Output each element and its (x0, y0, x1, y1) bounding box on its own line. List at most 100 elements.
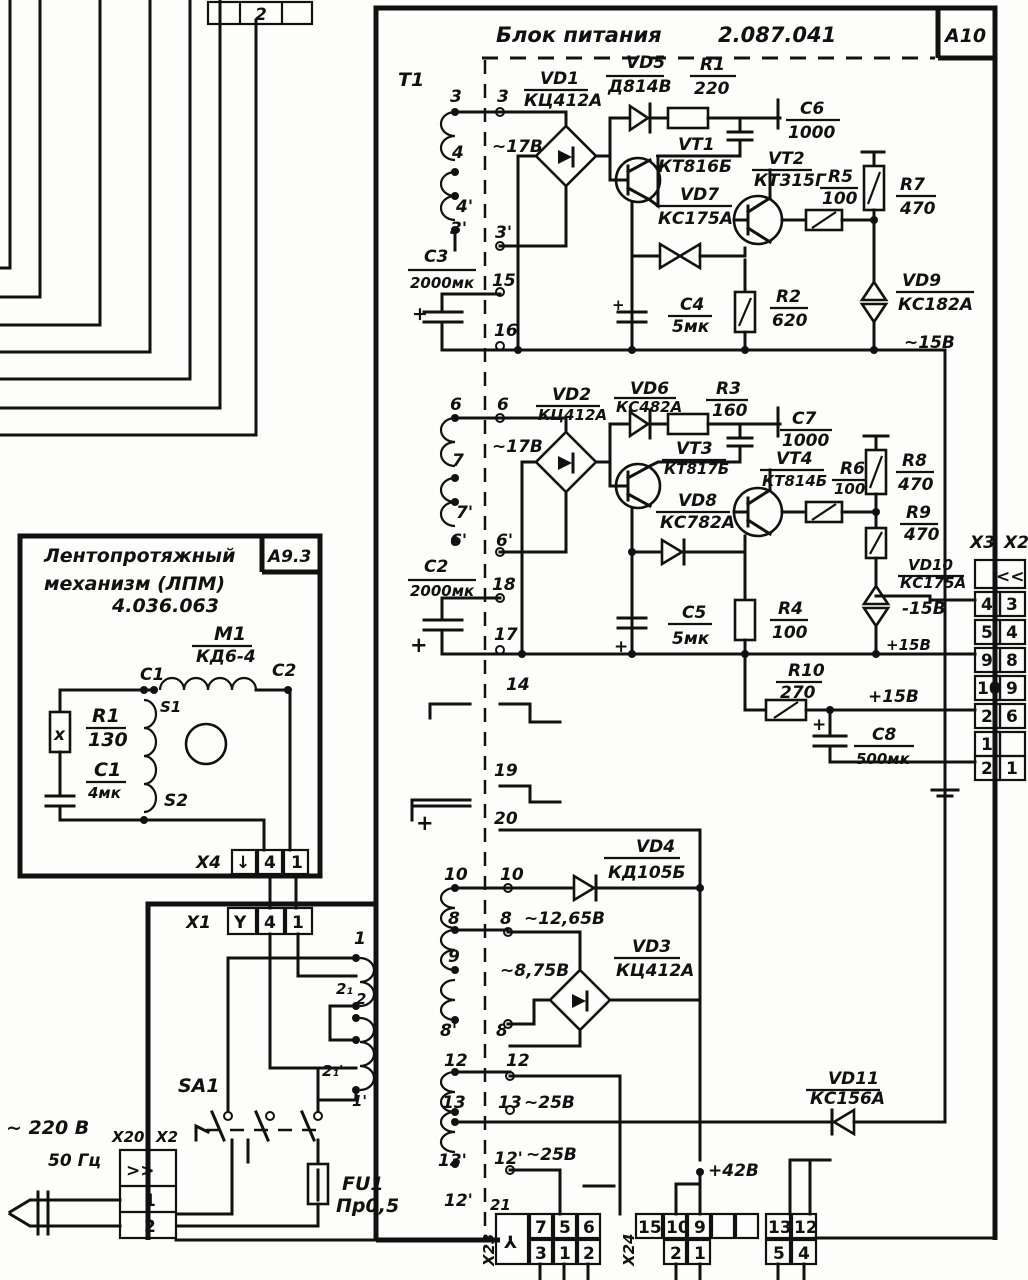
svg-text:КС156А: КС156А (810, 1089, 885, 1109)
svg-text:1000: 1000 (788, 123, 835, 143)
svg-text:7: 7 (452, 451, 464, 471)
svg-text:VT3: VT3 (676, 439, 713, 459)
svg-text:1: 1 (144, 1191, 156, 1211)
svg-text:100: 100 (834, 480, 865, 498)
svg-text:3: 3 (535, 1244, 547, 1264)
svg-text:130: 130 (88, 729, 128, 751)
svg-text:VT1: VT1 (678, 135, 715, 155)
transformer-ref: T1 (398, 69, 424, 91)
svg-text:Пр0,5: Пр0,5 (336, 1195, 399, 1217)
svg-text:1: 1 (354, 929, 366, 949)
svg-text:R7: R7 (900, 175, 925, 195)
lpm-code: 4.036.063 (111, 595, 219, 617)
svg-text:X20: X20 (111, 1128, 144, 1146)
svg-text:↓: ↓ (236, 853, 250, 873)
svg-text:Д814В: Д814В (607, 77, 672, 97)
svg-text:5мк: 5мк (672, 317, 710, 337)
svg-text:X24: X24 (620, 1234, 638, 1267)
svg-text:1: 1 (291, 853, 303, 873)
svg-text:2000мк: 2000мк (410, 582, 475, 600)
svg-text:12: 12 (444, 1051, 468, 1071)
svg-text:10: 10 (500, 865, 524, 885)
svg-text:КС182А: КС182А (898, 295, 973, 315)
psu-code: 2.087.041 (718, 23, 836, 47)
svg-text:2₁': 2₁' (322, 1062, 344, 1080)
voltage-8-75: ~8,75В (500, 961, 569, 981)
svg-text:S1: S1 (160, 698, 181, 716)
svg-text:2: 2 (670, 1244, 682, 1264)
voltage-25-b: ~25В (526, 1145, 577, 1165)
voltage-17-b: ~17В (492, 437, 543, 457)
svg-text:4': 4' (455, 197, 473, 217)
svg-text:1: 1 (292, 913, 304, 933)
svg-text:470: 470 (903, 525, 940, 545)
svg-text:160: 160 (712, 401, 748, 421)
svg-text:M1: M1 (214, 623, 246, 645)
svg-text:100: 100 (822, 189, 858, 209)
psu-block: Блок питания 2.087.041 A10 T1 (373, 5, 998, 1240)
svg-text:4: 4 (264, 853, 276, 873)
voltage-17-a: ~17В (492, 137, 543, 157)
svg-text:R3: R3 (716, 379, 741, 399)
svg-text:15: 15 (638, 1218, 662, 1238)
svg-text:КЦ412А: КЦ412А (616, 961, 694, 981)
svg-text:R2: R2 (776, 287, 801, 307)
voltage-15-pos-b: +15В (868, 687, 919, 707)
channel-2: 6 7 7' 6' 6 6' 18 17 ~17В VD2 КЦ412А VD6… (408, 379, 977, 798)
connector-x23-x24: ⅄ X23 7 5 6 3 1 2 X24 15 10 9 13 12 2 1 … (480, 1212, 997, 1280)
voltage-25-a: ~25В (524, 1093, 575, 1113)
svg-text:R1: R1 (700, 55, 725, 75)
svg-text:КТ814Б: КТ814Б (762, 472, 827, 490)
svg-text:470: 470 (897, 475, 934, 495)
middle-links: 14 19 + 20 (410, 675, 702, 1162)
svg-text:+: + (812, 715, 826, 735)
svg-text:VD7: VD7 (680, 185, 719, 205)
svg-text:20: 20 (494, 809, 518, 829)
svg-text:1: 1 (694, 1244, 706, 1264)
svg-text:270: 270 (780, 683, 816, 703)
svg-text:C5: C5 (682, 603, 706, 623)
svg-text:2000мк: 2000мк (410, 274, 475, 292)
svg-text:19: 19 (494, 761, 518, 781)
svg-text:C6: C6 (800, 99, 824, 119)
svg-text:КТ315Г: КТ315Г (754, 171, 827, 191)
svg-text:6': 6' (450, 531, 467, 551)
svg-text:R4: R4 (778, 599, 803, 619)
svg-text:X2: X2 (155, 1128, 178, 1146)
svg-text:R1: R1 (92, 705, 120, 727)
svg-text:18: 18 (492, 575, 516, 595)
voltage-15-pos-a: +15В (886, 636, 931, 654)
svg-text:10: 10 (977, 679, 1001, 699)
svg-text:VT2: VT2 (768, 149, 805, 169)
svg-text:6: 6 (1006, 707, 1018, 727)
mains-section: X1 Y 4 1 1 2₁ 2 2₁' 1' SA1 (6, 874, 399, 1242)
svg-text:16: 16 (494, 321, 518, 341)
svg-text:7: 7 (535, 1218, 547, 1238)
svg-text:<<: << (996, 567, 1025, 587)
svg-text:12: 12 (794, 1218, 818, 1238)
top-connector-pin-label: 2 (255, 5, 267, 25)
svg-text:VD8: VD8 (678, 491, 717, 511)
svg-text:13: 13 (442, 1093, 466, 1113)
voltage-12-65: ~12,65В (524, 909, 605, 929)
svg-text:8: 8 (448, 909, 460, 929)
connector-x3: X3 X2 << 4 5 9 10 2 1 2 3 4 8 9 6 1 (969, 533, 1028, 782)
mains-frequency: 50 Гц (48, 1151, 101, 1171)
svg-text:КС175А: КС175А (658, 209, 733, 229)
svg-text:8: 8 (1006, 651, 1018, 671)
svg-text:КД105Б: КД105Б (608, 863, 686, 883)
svg-text:4: 4 (981, 595, 993, 615)
svg-text:620: 620 (772, 311, 808, 331)
svg-text:VD3: VD3 (632, 937, 671, 957)
svg-text:С2: С2 (272, 661, 296, 681)
svg-text:3: 3 (450, 87, 462, 107)
svg-text:14: 14 (506, 675, 530, 695)
svg-text:1: 1 (981, 735, 993, 755)
svg-text:6: 6 (583, 1218, 595, 1238)
svg-text:470: 470 (899, 199, 936, 219)
left-bus-lines: 2 (0, 0, 314, 437)
svg-text:9: 9 (448, 947, 460, 967)
psu-title: Блок питания (496, 23, 662, 47)
svg-text:C8: C8 (872, 725, 896, 745)
